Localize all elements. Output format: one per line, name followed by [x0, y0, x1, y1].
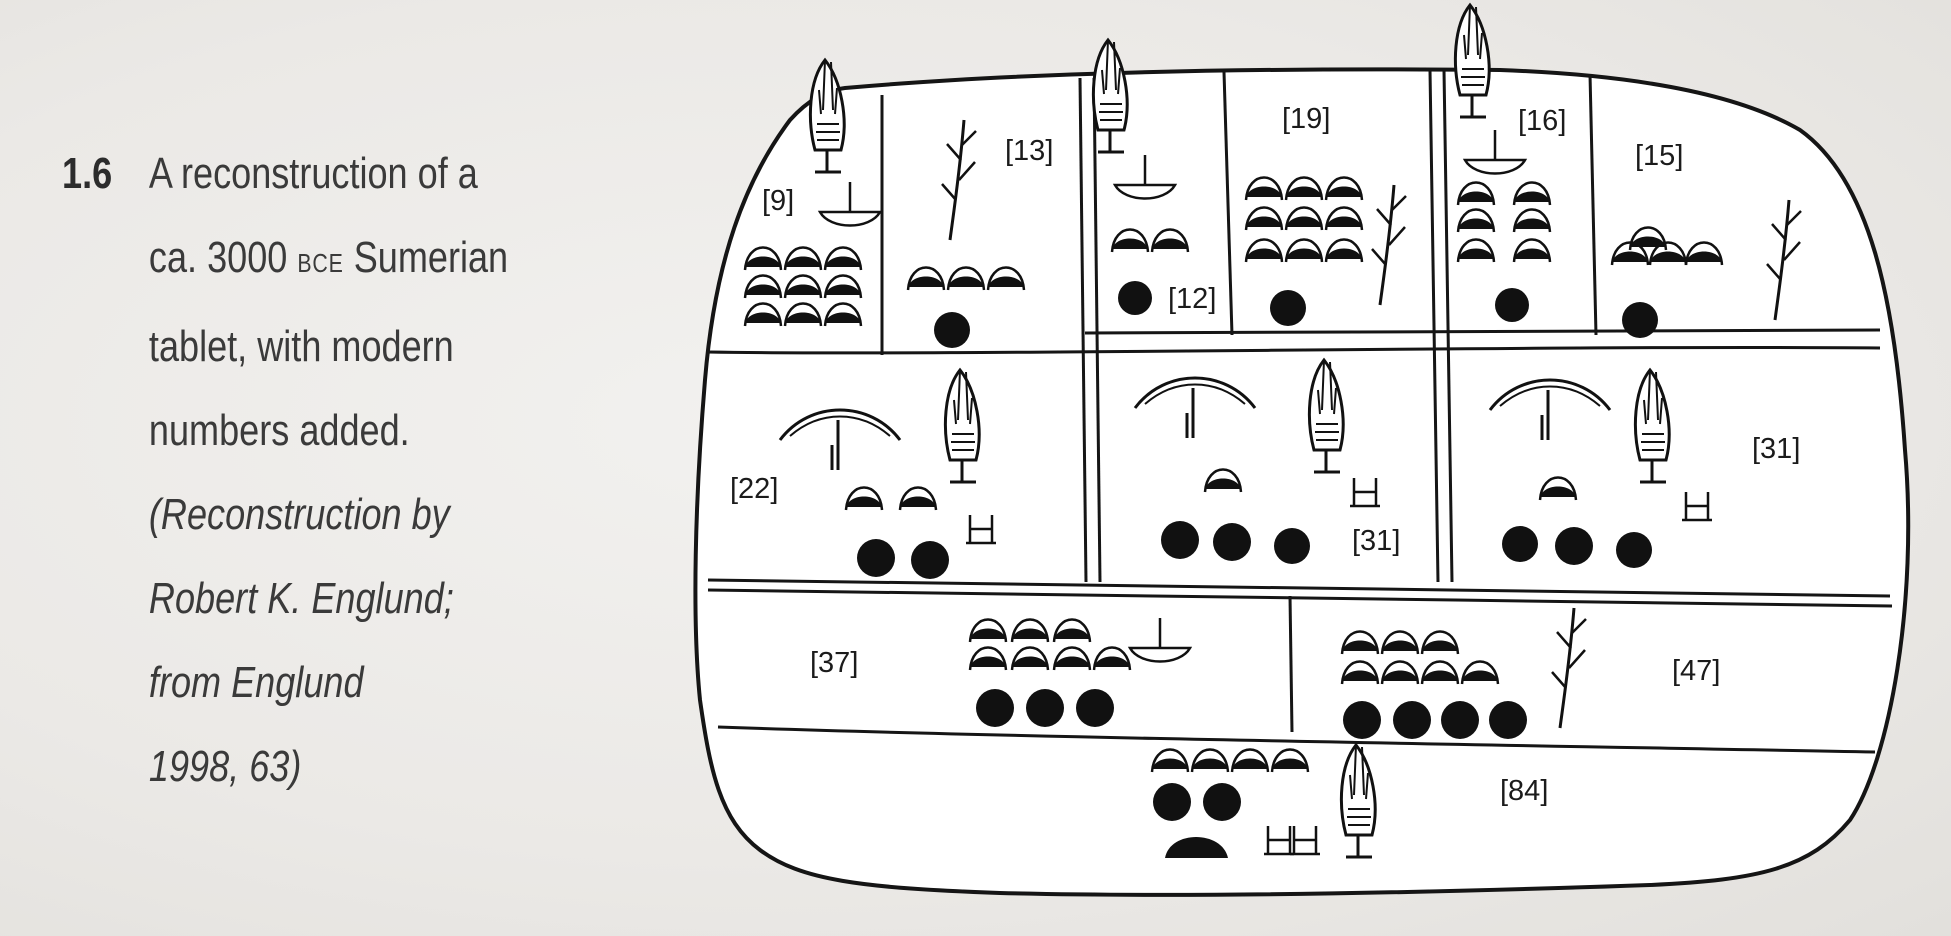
number-47: [47]: [1672, 655, 1720, 687]
figure-number: 1.6: [62, 149, 113, 198]
number-22: [22]: [730, 473, 778, 505]
caption-text: A reconstruction of a ca. 3000 BCE Sumer…: [149, 132, 575, 809]
caption-line-2-start: ca. 3000: [148, 233, 298, 282]
number-12: [12]: [1168, 283, 1216, 315]
caption-line-2: ca. 3000 BCE Sumerian: [149, 216, 575, 305]
caption-line-2-end: Sumerian: [343, 233, 509, 282]
number-37: [37]: [810, 647, 858, 679]
caption-line-3: tablet, with modern: [148, 322, 454, 371]
number-9: [9]: [762, 185, 794, 217]
number-31-right: [31]: [1752, 433, 1800, 465]
number-16: [16]: [1518, 105, 1566, 137]
era-abbreviation: BCE: [297, 248, 344, 278]
caption-credit-line-2: Robert K. Englund;: [148, 574, 454, 623]
number-84: [84]: [1500, 775, 1548, 807]
caption-credit-line-1: (Reconstruction by: [148, 490, 450, 539]
number-31-middle: [31]: [1352, 525, 1400, 557]
number-19: [19]: [1282, 103, 1330, 135]
number-15: [15]: [1635, 140, 1683, 172]
caption-credit-line-4: 1998, 63): [148, 742, 302, 791]
tablet-outline: [693, 67, 1911, 897]
tablet-grid: [707, 69, 1893, 754]
caption-line-4: numbers added.: [148, 406, 410, 455]
caption-credit-line-3: from Englund: [148, 658, 364, 707]
caption-line-1: A reconstruction of a: [148, 149, 478, 198]
number-13: [13]: [1005, 135, 1053, 167]
